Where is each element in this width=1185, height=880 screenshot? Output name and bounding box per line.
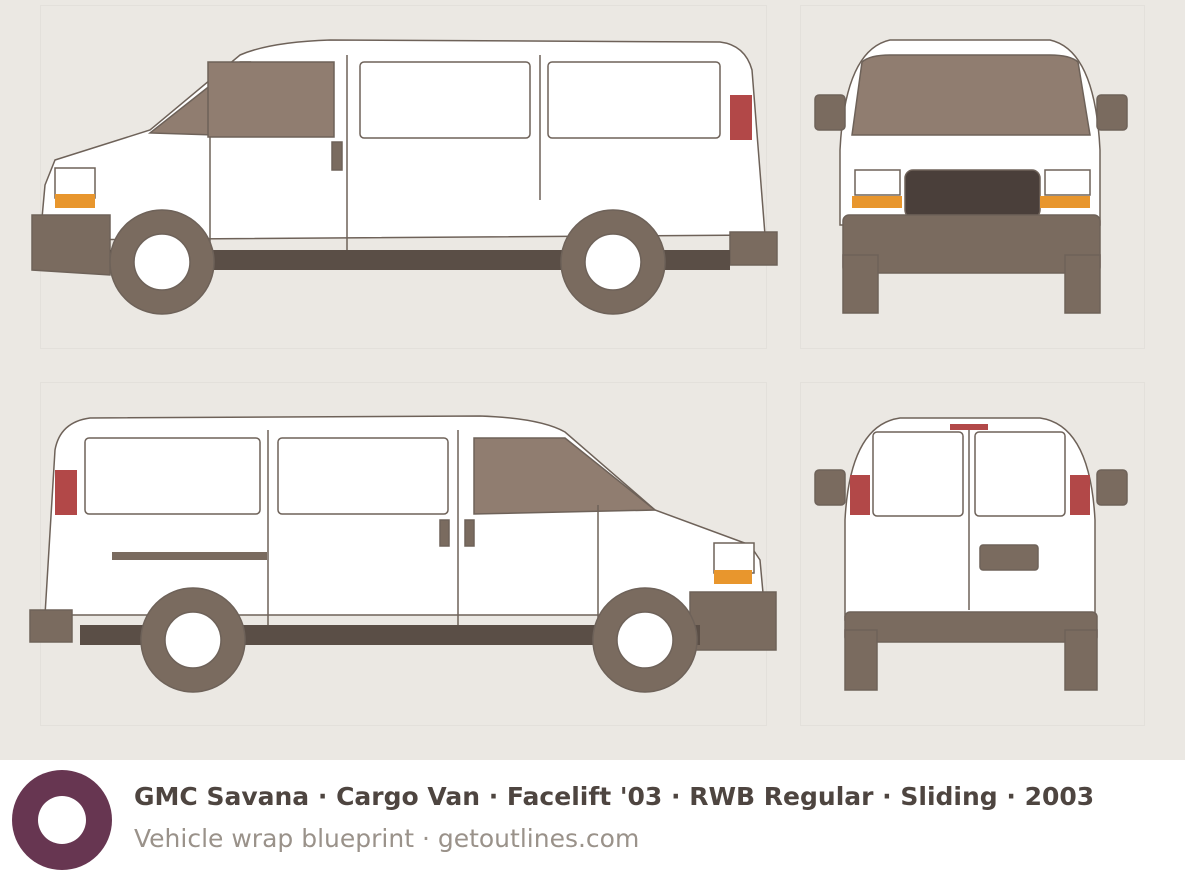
van-left-side-view — [31, 39, 778, 315]
vehicle-subtitle: Vehicle wrap blueprint · getoutlines.com — [134, 824, 640, 853]
panel-front — [800, 5, 1145, 349]
van-rear-view — [814, 417, 1128, 691]
panel-rear — [800, 382, 1145, 726]
panel-right-side — [40, 382, 767, 726]
brand-logo-icon — [12, 770, 112, 870]
vehicle-title: GMC Savana · Cargo Van · Facelift '03 · … — [134, 782, 1095, 811]
blueprint-canvas — [0, 0, 1185, 760]
panel-left-side — [40, 5, 767, 349]
van-front-view — [814, 39, 1128, 314]
van-drawings — [29, 39, 1128, 693]
caption-bar — [0, 760, 1185, 880]
van-right-side-view — [29, 415, 777, 693]
